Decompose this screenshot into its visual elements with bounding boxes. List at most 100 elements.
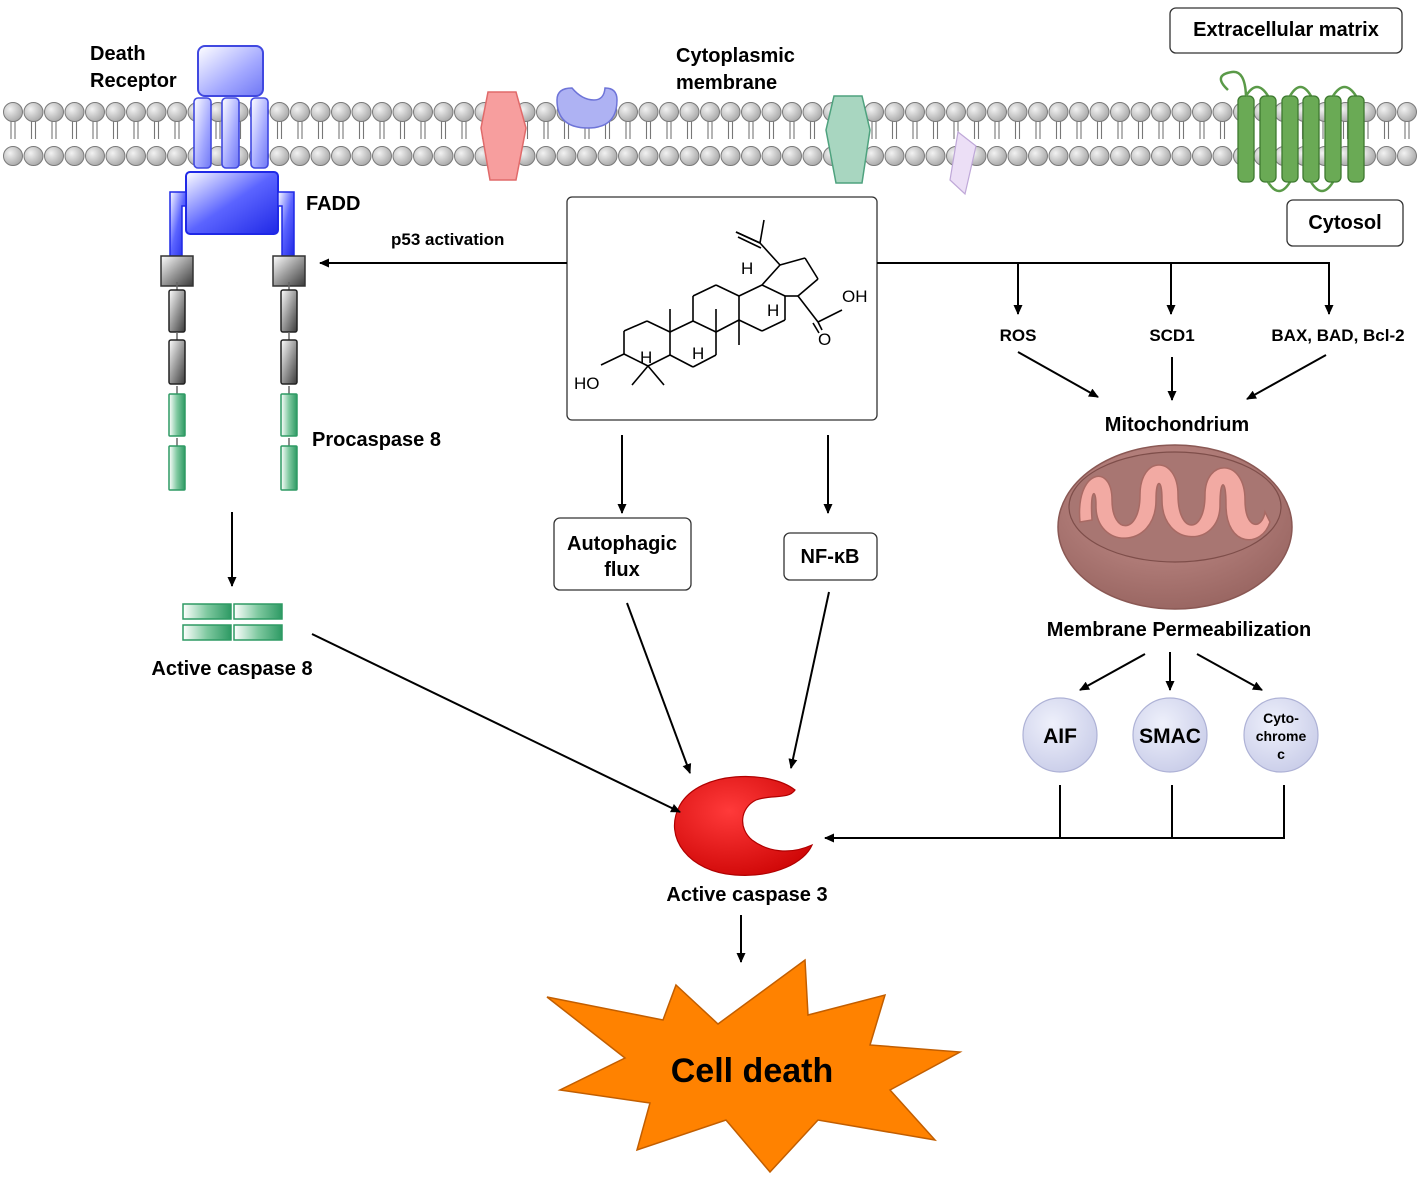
- factors-to-caspase3-arrow: [824, 785, 1285, 843]
- lipid-head: [1110, 146, 1130, 166]
- gpcr-loop: [1331, 85, 1358, 97]
- chemical-bond: [759, 219, 765, 244]
- lipid-head: [987, 146, 1007, 166]
- lipid-head: [1376, 102, 1397, 122]
- lipid-head: [1130, 102, 1151, 122]
- pathway-arrows: [227, 258, 1334, 963]
- lipid-head: [167, 102, 187, 122]
- lipid-head: [3, 146, 23, 166]
- lipid-head: [85, 102, 105, 122]
- lipid-head: [556, 146, 577, 166]
- autophagic-flux-box: [553, 517, 692, 591]
- chemical-bond: [804, 257, 819, 280]
- lipid-head: [23, 102, 44, 122]
- lipid-head: [536, 102, 556, 122]
- aif-circle: [1022, 697, 1098, 773]
- chemical-bond: [647, 354, 671, 367]
- lipid-head: [1110, 102, 1130, 122]
- chemical-bond: [623, 353, 649, 367]
- cell-death-starburst: [546, 958, 963, 1174]
- cytochrome-c-circle: [1243, 697, 1319, 773]
- lipid-head: [884, 102, 905, 122]
- chemical-bond: [797, 278, 819, 297]
- lipid-head: [269, 146, 290, 166]
- lipid-head: [1069, 146, 1089, 166]
- lipid-head: [1130, 146, 1151, 166]
- lipid-head: [638, 102, 659, 122]
- cytoplasmic-membrane-label-2: membrane: [676, 72, 777, 94]
- gpcr-helix: [1281, 95, 1299, 183]
- lipid-head: [659, 102, 679, 122]
- lipid-head: [167, 146, 187, 166]
- chemical-bond: [761, 284, 786, 297]
- chemical-bond: [761, 319, 786, 332]
- lipid-head: [392, 146, 413, 166]
- lipid-head: [618, 102, 638, 122]
- fadd-left-arm: [169, 191, 187, 257]
- nfkb-label: NF-κB: [801, 546, 860, 568]
- fadd-body: [185, 171, 279, 235]
- lipid-head: [310, 102, 331, 122]
- lipid-head: [966, 102, 987, 122]
- lipid-head: [720, 102, 741, 122]
- procaspase-dd-domain: [272, 255, 306, 287]
- lipid-head: [1048, 102, 1069, 122]
- receptor-helix: [221, 97, 240, 169]
- lipid-head: [761, 102, 782, 122]
- h-atom: H: [640, 348, 652, 367]
- blue-receptor-protein: [556, 87, 618, 129]
- betulinic-acid-structure-box: [566, 196, 878, 421]
- chemical-bond: [817, 309, 843, 323]
- lipid-head: [331, 146, 351, 166]
- h-atom: H: [741, 259, 753, 278]
- chemical-bond: [759, 242, 781, 266]
- lipid-head: [925, 102, 946, 122]
- chemical-bond: [779, 257, 806, 266]
- lipid-head: [85, 146, 105, 166]
- oh-atom: OH: [842, 287, 868, 306]
- lipid-head: [64, 146, 85, 166]
- cytochrome-c-label-3: c: [1277, 746, 1285, 762]
- procaspase-catalytic-domain: [280, 445, 298, 491]
- lipid-head: [392, 102, 413, 122]
- procaspase-catalytic-domain: [168, 393, 186, 437]
- chemical-bond: [692, 354, 717, 368]
- lipid-head: [372, 146, 392, 166]
- receptor-helix: [193, 97, 212, 169]
- chemical-bond: [737, 236, 762, 249]
- lipid-head: [1397, 102, 1417, 122]
- lipid-head: [782, 102, 802, 122]
- carbonyl-o-atom: O: [818, 330, 831, 349]
- lipid-head: [1151, 102, 1171, 122]
- procaspase8-label: Procaspase 8: [312, 429, 441, 451]
- chemical-bond: [646, 320, 671, 333]
- lipid-head: [946, 102, 966, 122]
- membrane-proteins: [480, 70, 1365, 196]
- lipid-head: [905, 146, 925, 166]
- lipid-head: [1089, 146, 1110, 166]
- chemical-bond: [692, 284, 717, 297]
- lipid-head: [925, 146, 946, 166]
- lipid-head: [310, 146, 331, 166]
- gpcr-loop: [1309, 181, 1335, 193]
- lipid-head: [105, 102, 126, 122]
- lipid-head: [741, 102, 761, 122]
- chemical-bond: [600, 353, 625, 366]
- autophagic-flux-label-1: Autophagic: [567, 533, 677, 555]
- mitochondrion-label: Mitochondrium: [1105, 414, 1249, 436]
- death-receptor-label-2: Receptor: [90, 70, 177, 92]
- lipid-bilayer: [3, 102, 1417, 166]
- chemical-bond: [761, 264, 781, 286]
- bax-bad-bcl2-label: BAX, BAD, Bcl-2: [1271, 326, 1404, 345]
- betulinic-acid-structure: [600, 219, 843, 386]
- lipid-head: [126, 146, 146, 166]
- death-receptor-complex: [169, 45, 295, 257]
- lipid-head: [720, 146, 741, 166]
- chemical-bond: [812, 322, 820, 334]
- lipid-head: [577, 146, 597, 166]
- lipid-head: [1171, 146, 1192, 166]
- violet-peripheral-protein: [949, 130, 977, 196]
- seven-transmembrane-receptor: [1219, 70, 1365, 193]
- procaspase-ded-domain: [280, 339, 298, 385]
- green-channel-protein: [825, 95, 871, 184]
